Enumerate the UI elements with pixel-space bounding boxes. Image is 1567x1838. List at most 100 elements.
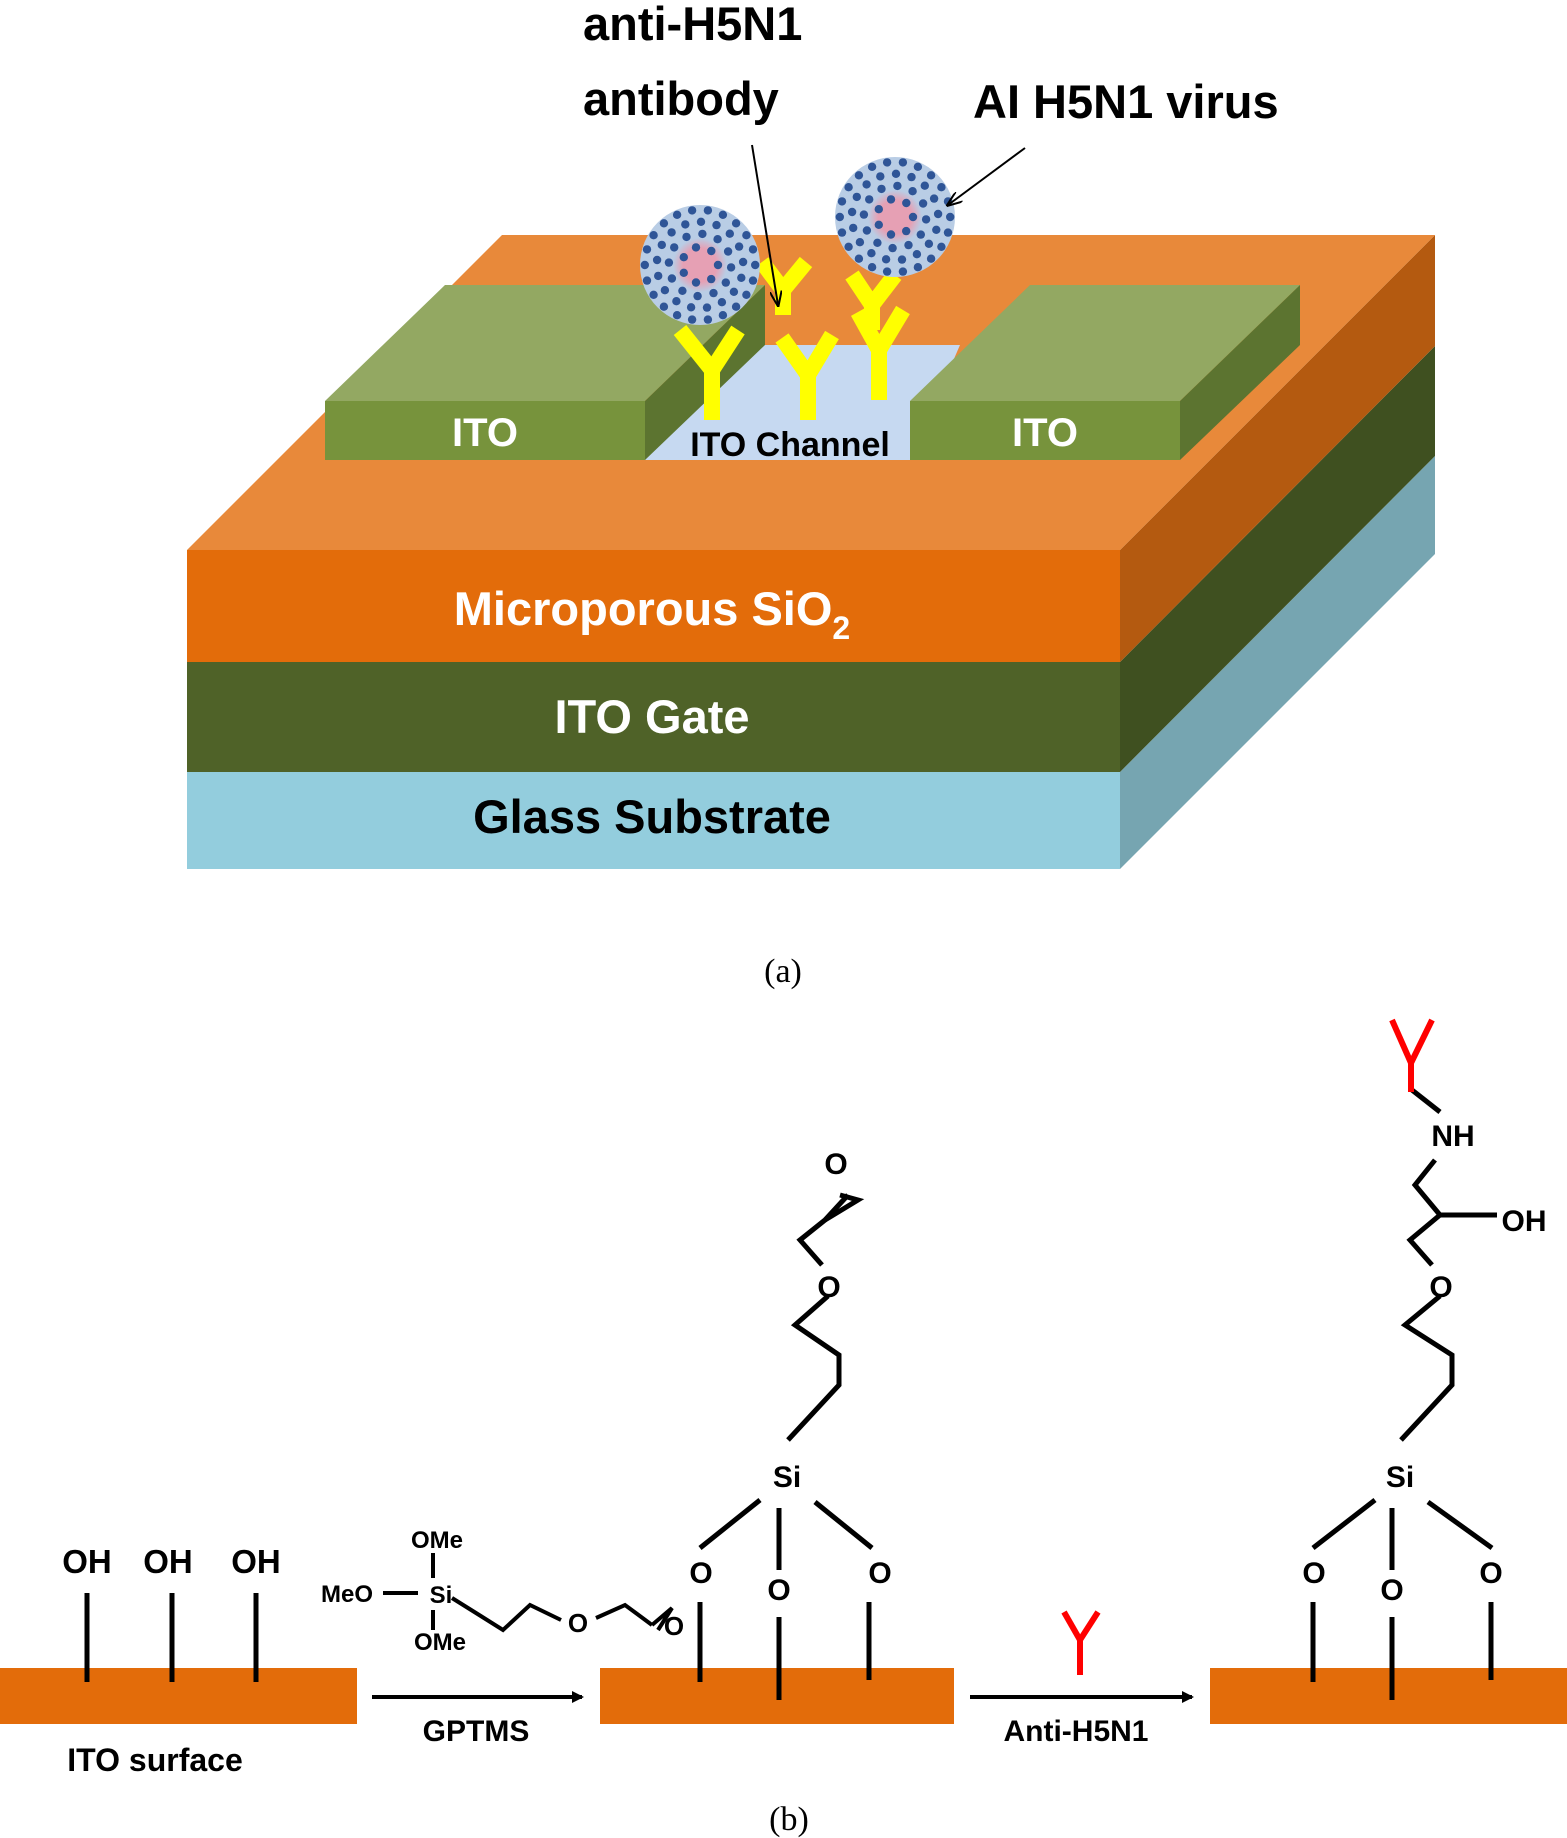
ito-surface-label: ITO surface — [67, 1742, 242, 1778]
virus-left-dot — [691, 278, 701, 287]
virus-left-dot — [703, 206, 713, 215]
virus-right-dot — [877, 184, 886, 194]
sio2-front — [187, 550, 1120, 662]
virus-left-dot — [682, 232, 691, 242]
gptms-epoxide-o: O — [664, 1611, 684, 1641]
virus-right-dot — [932, 225, 941, 234]
virus-left-dot — [737, 273, 746, 282]
virus-left-dot — [748, 245, 758, 254]
virus-right-dot — [862, 226, 872, 235]
panel-a-device: anti-H5N1 antibody AI H5N1 virus ITO ITO… — [187, 0, 1435, 990]
ito-surface-1 — [0, 1668, 357, 1724]
antibody-1 — [673, 325, 745, 420]
right-nh-label: NH — [1431, 1120, 1474, 1153]
virus-right-dot — [854, 254, 864, 263]
virus-right-dot — [862, 180, 871, 189]
virus-right-dot — [835, 212, 844, 222]
mid-structure — [697, 1192, 874, 1700]
virus-right-dot — [921, 215, 931, 224]
antibody-2 — [775, 330, 839, 420]
virus-right-dot — [926, 171, 936, 180]
virus-left-dot — [713, 260, 723, 270]
panel-b-chemistry — [0, 1018, 1567, 1724]
right-oh-label: OH — [1502, 1205, 1547, 1238]
virus-left-dot — [659, 302, 669, 311]
virus-right-dot — [888, 243, 897, 253]
ito-channel-label: ITO Channel — [690, 426, 890, 464]
virus-left-dot — [702, 303, 712, 312]
virus-right-dot — [897, 255, 907, 264]
virus-right-dot — [837, 228, 847, 237]
anti-h5n1-arrow-label: Anti-H5N1 — [1003, 1715, 1148, 1748]
virus-right-dot — [874, 220, 883, 229]
virus-left-dot — [640, 260, 649, 270]
virus-right-dot — [912, 250, 922, 259]
mid-o-left: O — [689, 1557, 712, 1590]
mid-o-center: O — [767, 1574, 790, 1607]
virus-right-dot — [918, 199, 928, 208]
virus-right-dot — [867, 249, 876, 258]
glass-substrate-side — [1120, 456, 1435, 869]
virus-right-dot — [929, 194, 939, 203]
sio2-label-subscript: 2 — [832, 610, 850, 646]
virus-left-dot — [667, 274, 677, 283]
caption-a: (a) — [764, 953, 802, 990]
virus-right-dot — [891, 169, 901, 178]
virus-left-dot — [687, 315, 697, 324]
virus-left-dot — [693, 291, 702, 301]
gptms-molecule — [383, 1553, 674, 1633]
gptms-ome-bottom: OMe — [414, 1629, 466, 1656]
virus-right-dot — [859, 210, 869, 219]
virus-left-dot — [642, 245, 652, 254]
virus-left-dot — [691, 243, 701, 252]
virus-left-dot — [654, 271, 663, 281]
virus-right-dot — [907, 172, 916, 182]
virus-right-dot — [908, 187, 917, 196]
virus-left-dot — [657, 240, 666, 250]
virus-left-dot — [726, 263, 736, 272]
virus-left-dot — [748, 276, 758, 285]
virus-right-dot — [847, 207, 857, 217]
ito-right-top — [910, 285, 1300, 401]
virus-left-dot — [738, 257, 748, 267]
gptms-meo: MeO — [321, 1581, 373, 1608]
antibody-label-line2: antibody — [583, 72, 779, 125]
virus-left-dot — [717, 298, 727, 307]
virus-right-dot — [893, 181, 902, 191]
virus-left-dot — [709, 288, 718, 298]
virus-right-dot — [855, 238, 865, 247]
virus-right-dot — [902, 198, 911, 208]
virus-right-dot — [908, 212, 918, 222]
virus-left-dot — [698, 229, 707, 239]
virus-right-dot — [865, 195, 874, 204]
virus-right-dot — [920, 181, 929, 190]
virus-right-dot — [882, 267, 892, 276]
antibody-5 — [845, 270, 902, 330]
sio2-side — [1120, 235, 1435, 662]
antibodies — [673, 256, 910, 420]
virus-left-dot — [729, 287, 739, 296]
virus-left-dot — [642, 276, 652, 285]
virus-left-dot — [649, 290, 658, 299]
virus-right-dot — [837, 197, 847, 206]
virus-left-dot — [734, 242, 744, 251]
virus-left-dot — [712, 220, 721, 230]
right-antibody-icon — [1389, 1018, 1435, 1092]
virus-callout-arrow — [948, 147, 1026, 205]
virus-right-dot — [898, 158, 908, 167]
antibody-3 — [850, 305, 910, 400]
virus-right-dot — [913, 162, 923, 171]
virus-left-dot — [672, 311, 682, 320]
virus-right-dot — [874, 205, 883, 214]
virus-right-dot — [854, 171, 864, 180]
gate-label: ITO Gate — [554, 690, 749, 743]
virus-left-dot — [670, 243, 679, 252]
right-o-left: O — [1302, 1557, 1325, 1590]
virus-left-dot — [703, 315, 713, 324]
virus-left-dot — [742, 290, 751, 299]
virus-left-dot — [718, 210, 728, 219]
virus-right-dot — [924, 239, 934, 248]
ito-left-top — [325, 285, 765, 401]
virus-right-dot — [926, 254, 936, 263]
